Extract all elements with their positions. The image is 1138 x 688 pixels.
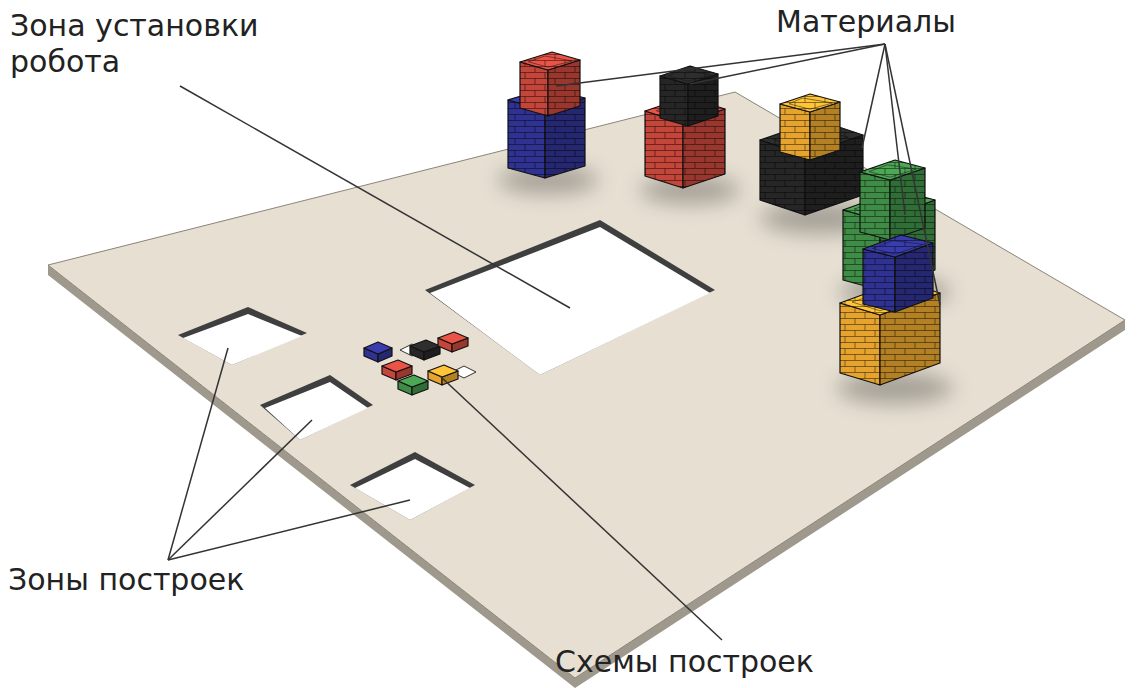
cube-top-face (382, 360, 412, 372)
cube-left-face (520, 62, 548, 116)
cube-top-mark (789, 98, 833, 109)
zone-label: Зона установки робота (10, 8, 310, 80)
cube-top-face (863, 235, 933, 257)
brick-texture (520, 52, 580, 70)
cube-top-mark (668, 70, 710, 81)
cube-top-mark (873, 241, 924, 255)
brick-texture (863, 249, 895, 312)
brick-texture (860, 172, 890, 240)
zones-label: Зоны построек (8, 562, 244, 598)
zone-floor (355, 459, 470, 520)
cube-top-face (398, 375, 428, 387)
brick-texture (860, 160, 925, 180)
brick-texture (660, 76, 688, 126)
cube-left-face (780, 104, 810, 160)
cube-left-face (863, 249, 895, 312)
materials-label: Материалы (776, 4, 956, 40)
field-board (48, 92, 1125, 688)
zone-wall (425, 220, 715, 375)
cube-top-face (410, 340, 440, 352)
zone-wall (260, 375, 373, 440)
materials (508, 52, 940, 385)
zone-floor (265, 382, 368, 440)
cube-top-face (860, 160, 925, 180)
cube-top-face (520, 52, 580, 70)
cube-left-face (660, 76, 688, 126)
cube-top-face (438, 332, 468, 344)
cube-left-face (840, 303, 880, 385)
cube-top-face (780, 94, 840, 112)
brick-texture (520, 62, 548, 116)
cube-top-mark (528, 56, 572, 67)
brick-texture (780, 104, 810, 160)
zone-floor (183, 314, 302, 365)
brick-texture (863, 235, 933, 257)
zone-wall (178, 307, 307, 365)
cube-top-face (364, 342, 392, 354)
brick-texture (780, 94, 840, 112)
schemes-label: Схемы построек (555, 644, 814, 680)
schemes (364, 332, 476, 395)
cube-top-face (428, 365, 458, 377)
zones (178, 220, 715, 520)
cube-left-face (860, 172, 890, 240)
leader-lines (168, 44, 940, 640)
zone-floor (430, 227, 710, 375)
brick-texture (840, 303, 880, 385)
cube-top-mark (869, 165, 916, 177)
